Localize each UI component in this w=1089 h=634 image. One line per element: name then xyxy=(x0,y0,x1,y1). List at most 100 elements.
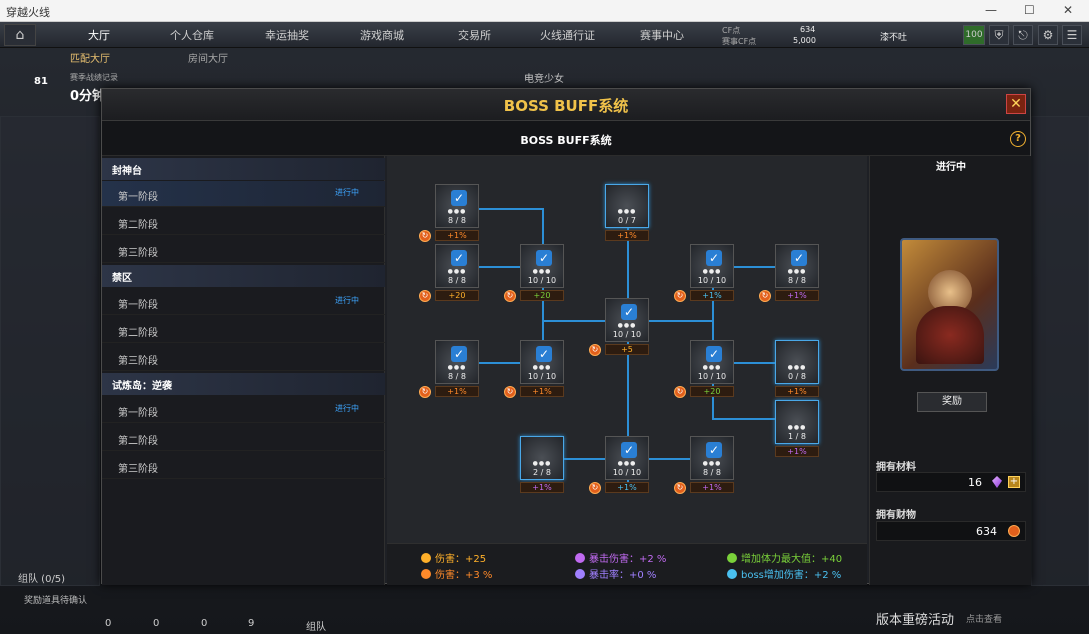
minimize-button[interactable]: — xyxy=(985,3,997,17)
stage-item[interactable]: 第一阶段进行中 xyxy=(102,397,385,423)
nav-exchange[interactable]: 交易所 xyxy=(458,29,491,42)
nav-pass[interactable]: 火线通行证 xyxy=(540,29,595,42)
menu-icon[interactable]: ☰ xyxy=(1062,25,1082,45)
nav-lottery[interactable]: 幸运抽奖 xyxy=(265,29,309,42)
add-materials-button[interactable]: + xyxy=(1008,476,1020,488)
character-name: 电竞少女 xyxy=(524,74,564,85)
upgrade-icon[interactable]: ↻ xyxy=(589,344,601,356)
tree-line xyxy=(542,288,544,342)
upgrade-icon[interactable]: ↻ xyxy=(504,386,516,398)
stage-label: 第二阶段 xyxy=(118,328,158,339)
upgrade-icon[interactable]: ↻ xyxy=(674,290,686,302)
progress-status: 进行中 xyxy=(936,162,966,173)
buff-node[interactable]: ●●●2 / 8 xyxy=(520,436,564,480)
buff-node[interactable]: ✓●●●10 / 10 xyxy=(520,244,564,288)
maximize-button[interactable]: ☐ xyxy=(1024,3,1035,17)
home-icon[interactable]: ⌂ xyxy=(4,24,36,46)
upgrade-icon[interactable]: ↻ xyxy=(674,482,686,494)
upgrade-icon[interactable]: ↻ xyxy=(759,290,771,302)
node-count: 8 / 8 xyxy=(448,276,466,285)
buff-node[interactable]: ✓●●●8 / 8 xyxy=(775,244,819,288)
nav-shop[interactable]: 游戏商城 xyxy=(360,29,404,42)
help-icon[interactable]: ? xyxy=(1010,131,1026,147)
buff-node[interactable]: ●●●1 / 8 xyxy=(775,400,819,444)
bonus-value: +20 xyxy=(703,387,721,396)
buff-node[interactable]: ✓●●●8 / 8 xyxy=(435,340,479,384)
buff-node[interactable]: ✓●●●8 / 8 xyxy=(690,436,734,480)
event-subtext[interactable]: 点击查看 xyxy=(966,615,1003,625)
node-bonus: +1% xyxy=(690,290,734,301)
buff-node[interactable]: ✓●●●10 / 10 xyxy=(520,340,564,384)
bonus-value: +5 xyxy=(621,345,633,354)
star-dots: ●●● xyxy=(787,364,807,371)
upgrade-icon[interactable]: ↻ xyxy=(419,386,431,398)
node-bonus: +1% xyxy=(435,230,479,241)
check-icon: ✓ xyxy=(791,250,807,266)
legend-text: 暴击率：+0 % xyxy=(589,570,657,581)
buff-node[interactable]: ✓●●●10 / 10 xyxy=(690,340,734,384)
star-dots: ●●● xyxy=(702,268,722,275)
tab-room-hall[interactable]: 房间大厅 xyxy=(188,54,228,65)
season-record: 赛季战绩记录 xyxy=(70,73,118,82)
gear-icon[interactable]: ⚙ xyxy=(1038,25,1058,45)
upgrade-icon[interactable]: ↻ xyxy=(419,290,431,302)
close-icon[interactable]: ✕ xyxy=(1006,94,1026,114)
stage-item[interactable]: 第三阶段 xyxy=(102,237,385,263)
stage-item[interactable]: 第二阶段 xyxy=(102,209,385,235)
node-bonus: +1% xyxy=(605,482,649,493)
node-bonus: +20 xyxy=(520,290,564,301)
stage-label: 第二阶段 xyxy=(118,436,158,447)
nav-warehouse[interactable]: 个人仓库 xyxy=(170,29,214,42)
boss-body xyxy=(916,306,984,364)
stage-item[interactable]: 第二阶段 xyxy=(102,425,385,451)
upgrade-icon[interactable]: ↻ xyxy=(674,386,686,398)
top-navigation: ⌂ 大厅 个人仓库 幸运抽奖 游戏商城 交易所 火线通行证 赛事中心 CF点 6… xyxy=(0,22,1089,48)
star-dots: ●●● xyxy=(702,364,722,371)
group-header[interactable]: 封神台 xyxy=(102,158,385,180)
node-count: 10 / 10 xyxy=(527,276,557,285)
buff-node[interactable]: ●●●0 / 8 xyxy=(775,340,819,384)
buff-node[interactable]: ✓●●●8 / 8 xyxy=(435,184,479,228)
pending-rewards[interactable]: 奖励道具待确认 xyxy=(24,596,88,606)
legend-crit-rate: 暴击率：+0 % xyxy=(575,566,656,581)
reward-button[interactable]: 奖励 xyxy=(917,392,987,412)
stage-label: 第二阶段 xyxy=(118,220,158,231)
close-window-button[interactable]: ✕ xyxy=(1063,3,1074,17)
boss-buff-dialog: BOSS BUFF系统 ✕ BOSS BUFF系统 ? 封神台 第一阶段进行中 … xyxy=(101,88,1031,585)
shield-icon[interactable]: ⛨ xyxy=(989,25,1009,45)
bonus-value: +1% xyxy=(787,291,807,300)
stage-item[interactable]: 第一阶段进行中 xyxy=(102,181,385,207)
event-text[interactable]: 版本重磅活动 xyxy=(876,613,955,628)
buff-tree: ✓●●●8 / 8 ↻ +1% ●●●0 / 7 +1% ✓●●●8 / 8 ↻… xyxy=(387,156,867,585)
exit-icon[interactable]: ⎋ xyxy=(1013,25,1033,45)
star-dots: ●●● xyxy=(617,208,637,215)
tab-match-hall[interactable]: 匹配大厅 xyxy=(70,54,110,65)
buff-node[interactable]: ●●●0 / 7 xyxy=(605,184,649,228)
dialog-header: BOSS BUFF系统 ✕ xyxy=(102,89,1030,121)
upgrade-icon[interactable]: ↻ xyxy=(589,482,601,494)
upgrade-icon[interactable]: ↻ xyxy=(504,290,516,302)
check-icon: ✓ xyxy=(621,442,637,458)
nav-events[interactable]: 赛事中心 xyxy=(640,29,684,42)
bottom-team-label[interactable]: 组队 xyxy=(306,622,326,633)
tree-line xyxy=(457,266,521,268)
upgrade-icon[interactable]: ↻ xyxy=(419,230,431,242)
nav-lobby[interactable]: 大厅 xyxy=(88,29,110,42)
legend-text: 伤害：+25 xyxy=(435,554,487,565)
star-dots: ●●● xyxy=(702,460,722,467)
node-bonus: +20 xyxy=(435,290,479,301)
buff-node[interactable]: ✓●●●10 / 10 xyxy=(605,436,649,480)
node-count: 0 / 8 xyxy=(788,372,806,381)
buff-node[interactable]: ✓●●●8 / 8 xyxy=(435,244,479,288)
buff-node[interactable]: ✓●●●10 / 10 xyxy=(690,244,734,288)
node-bonus: +1% xyxy=(520,386,564,397)
stage-item[interactable]: 第一阶段进行中 xyxy=(102,289,385,315)
legend-text: 增加体力最大值：+40 xyxy=(741,554,843,565)
boss-icon xyxy=(727,569,737,579)
group-header[interactable]: 禁区 xyxy=(102,265,385,287)
group-header[interactable]: 试炼岛：逆袭 xyxy=(102,373,385,395)
buff-node[interactable]: ✓●●●10 / 10 xyxy=(605,298,649,342)
stage-item[interactable]: 第二阶段 xyxy=(102,317,385,343)
stage-item[interactable]: 第三阶段 xyxy=(102,453,385,479)
stage-item[interactable]: 第三阶段 xyxy=(102,345,385,371)
